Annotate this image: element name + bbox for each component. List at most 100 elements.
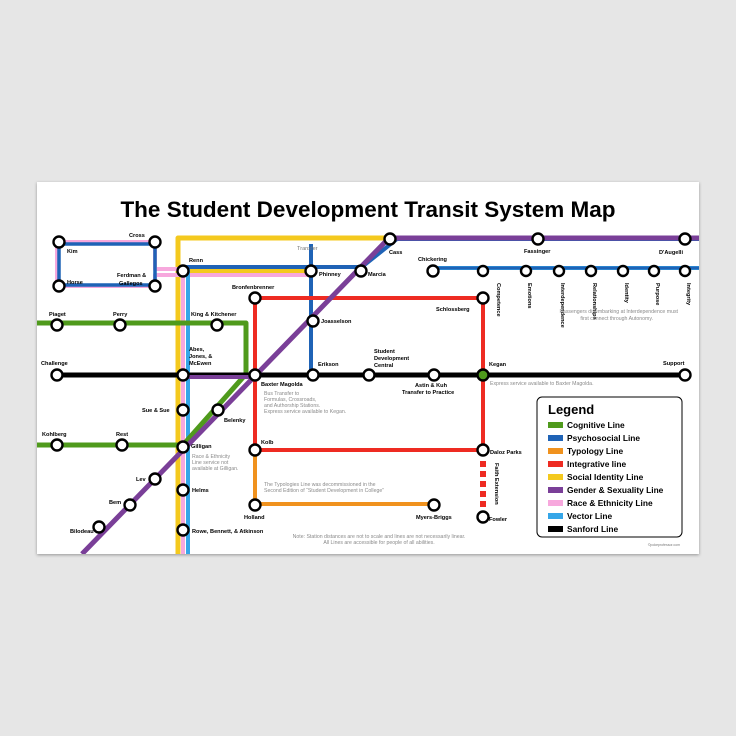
station-piaget[interactable] <box>50 318 64 332</box>
note-baxter-2: Formulas, Crossroads, <box>264 397 316 403</box>
label-king-kitchener: King & Kitchener <box>191 312 237 318</box>
station-sue-sue[interactable] <box>176 403 190 417</box>
legend-label-vector: Vector Line <box>567 511 612 521</box>
legend-label-social-identity: Social Identity Line <box>567 472 644 482</box>
station-helms[interactable] <box>176 483 190 497</box>
label-ferdman: Ferdman & <box>117 273 146 279</box>
label-holland: Holland <box>244 515 265 521</box>
station-baxter-magolda[interactable] <box>248 368 262 382</box>
station-interdependence[interactable] <box>552 264 566 278</box>
label-faith: Faith Extension <box>493 463 499 505</box>
station-gilligan[interactable] <box>176 440 190 454</box>
station-marcia[interactable] <box>354 264 368 278</box>
label-renn: Renn <box>189 258 204 264</box>
legend-swatch-psychosocial <box>548 435 563 441</box>
station-schlossberg[interactable] <box>476 291 490 305</box>
legend-swatch-social-identity <box>548 474 563 480</box>
label-challenge: Challenge <box>41 361 68 367</box>
label-abes-1: Abes, <box>189 347 205 353</box>
station-rest[interactable] <box>115 438 129 452</box>
note-interdependence-1: Passengers disembarking at Interdependen… <box>559 309 678 315</box>
label-perry: Perry <box>113 312 128 318</box>
label-astin: Astin & Kuh <box>415 383 448 389</box>
station-myers-briggs[interactable] <box>427 498 441 512</box>
label-helms: Helms <box>192 488 209 494</box>
station-cross[interactable] <box>148 235 162 249</box>
legend-label-cognitive: Cognitive Line <box>567 420 625 430</box>
station-phinney[interactable] <box>304 264 318 278</box>
station-student-development-central[interactable] <box>362 368 376 382</box>
station-emotions[interactable] <box>519 264 533 278</box>
note-gilligan-1: Race & Ethnicity <box>192 454 230 460</box>
station-bilodeau[interactable] <box>92 520 106 534</box>
label-identity: Identity <box>623 283 629 304</box>
note-footer-2: All Lines are accessible for people of a… <box>323 540 434 546</box>
station-integrity[interactable] <box>678 264 692 278</box>
station-labels: Kim Cross Horse Ferdman & Gallegos Renn … <box>41 233 691 535</box>
station-competence[interactable] <box>476 264 490 278</box>
note-gilligan-3: available at Gilligan. <box>192 466 238 472</box>
station-astin-kuh[interactable] <box>427 368 441 382</box>
legend-swatch-vector <box>548 513 563 519</box>
legend-label-gender-sexuality: Gender & Sexuality Line <box>567 485 664 495</box>
label-piaget: Piaget <box>49 312 66 318</box>
label-kegan: Kegan <box>489 362 507 368</box>
note-kegan-express: Express service available to Baxter Mago… <box>490 381 594 387</box>
station-fassinger[interactable] <box>531 232 545 246</box>
station-erikson[interactable] <box>306 368 320 382</box>
label-horse: Horse <box>67 280 83 286</box>
station-ferdman[interactable] <box>148 279 162 293</box>
station-abes[interactable] <box>176 368 190 382</box>
station-lev[interactable] <box>148 472 162 486</box>
label-gilligan: Gilligan <box>191 444 212 450</box>
label-rowe: Rowe, Bennett, & Atkinson <box>192 529 264 535</box>
label-schlossberg: Schlossberg <box>436 307 470 313</box>
station-kim[interactable] <box>52 235 66 249</box>
station-joasselson[interactable] <box>306 314 320 328</box>
station-belenky[interactable] <box>211 403 225 417</box>
station-identity[interactable] <box>616 264 630 278</box>
label-chickering: Chickering <box>418 257 447 263</box>
legend-swatch-race-ethnicity <box>548 500 563 506</box>
station-support[interactable] <box>678 368 692 382</box>
station-fowler[interactable] <box>476 510 490 524</box>
label-myers: Myers-Briggs <box>416 515 452 521</box>
station-cass[interactable] <box>383 232 397 246</box>
station-chickering[interactable] <box>426 264 440 278</box>
label-abes-2: Jones, & <box>189 354 212 360</box>
label-sue: Sue & Sue <box>142 408 170 414</box>
station-renn[interactable] <box>176 264 190 278</box>
station-bem[interactable] <box>123 498 137 512</box>
map-title: The Student Development Transit System M… <box>120 197 615 222</box>
label-bronfenbrenner: Bronfenbrenner <box>232 285 275 291</box>
legend-swatch-sanford <box>548 526 563 532</box>
station-perry[interactable] <box>113 318 127 332</box>
station-kohlberg[interactable] <box>50 438 64 452</box>
station-daugelli[interactable] <box>678 232 692 246</box>
label-integrity: Integrity <box>685 283 691 306</box>
note-baxter-1: Bus Transfer to <box>264 391 299 397</box>
station-king-kitchener[interactable] <box>210 318 224 332</box>
station-kolb[interactable] <box>248 443 262 457</box>
transit-map: The Student Development Transit System M… <box>37 197 699 554</box>
station-challenge[interactable] <box>50 368 64 382</box>
note-gilligan-2: Line service not <box>192 460 229 466</box>
label-emotions: Emotions <box>526 283 532 308</box>
station-kegan[interactable] <box>476 368 490 382</box>
station-horse[interactable] <box>52 279 66 293</box>
label-abes-3: McEwen <box>189 361 212 367</box>
label-kolb: Kolb <box>261 440 274 446</box>
stations[interactable] <box>50 232 692 537</box>
station-daloz-parks[interactable] <box>476 443 490 457</box>
label-fowler: Fowler <box>489 517 508 523</box>
station-bronfenbrenner[interactable] <box>248 291 262 305</box>
station-rowe[interactable] <box>176 523 190 537</box>
station-purpose[interactable] <box>647 264 661 278</box>
legend-label-psychosocial: Psychosocial Line <box>567 433 640 443</box>
station-relationships[interactable] <box>584 264 598 278</box>
label-interdependence: Interdependence <box>559 283 565 328</box>
station-holland[interactable] <box>248 498 262 512</box>
label-fassinger: Fassinger <box>524 249 551 255</box>
label-joasselson: Joasselson <box>321 319 352 325</box>
label-purpose: Purpose <box>654 283 660 305</box>
